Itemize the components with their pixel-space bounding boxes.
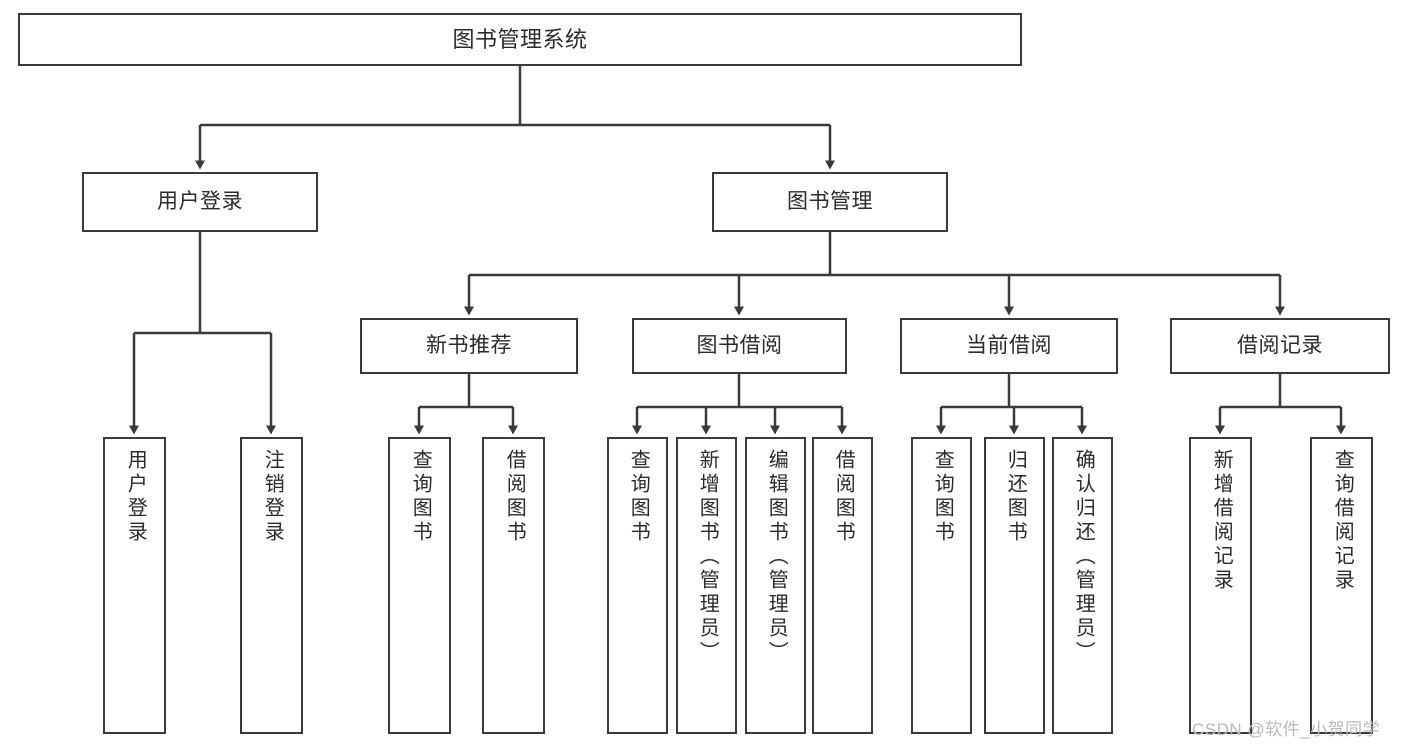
leaf-confirm-return[interactable]: 确认归还（管理员） <box>1052 437 1113 734</box>
node-label: 编辑图书（管理员） <box>765 449 788 665</box>
leaf-add-record[interactable]: 新增借阅记录 <box>1189 437 1252 734</box>
leaf-query-book-1[interactable]: 查询图书 <box>388 437 451 734</box>
node-user-login[interactable]: 用户登录 <box>82 172 318 232</box>
watermark: CSDN @软件_小贺同学 <box>1192 720 1381 739</box>
leaf-user-logout[interactable]: 注销登录 <box>240 437 303 734</box>
node-book-borrow[interactable]: 图书借阅 <box>632 318 847 374</box>
node-label: 确认归还（管理员） <box>1072 449 1095 665</box>
node-label: 新增借阅记录 <box>1210 449 1233 593</box>
node-label: 新增图书（管理员） <box>696 449 719 665</box>
node-label: 新书推荐 <box>426 333 512 357</box>
node-label: 图书借阅 <box>696 333 783 357</box>
leaf-user-login[interactable]: 用户登录 <box>103 437 166 734</box>
node-current-borrow[interactable]: 当前借阅 <box>900 318 1118 374</box>
node-root-label: 图书管理系统 <box>452 26 588 52</box>
leaf-borrow-book-1[interactable]: 借阅图书 <box>482 437 545 734</box>
node-label: 当前借阅 <box>966 333 1052 357</box>
node-label: 借阅图书 <box>832 449 855 545</box>
node-root[interactable]: 图书管理系统 <box>18 13 1022 66</box>
node-borrow-record[interactable]: 借阅记录 <box>1170 318 1390 374</box>
node-book-manage[interactable]: 图书管理 <box>712 172 948 232</box>
node-label: 图书管理 <box>787 189 873 213</box>
leaf-query-book-3[interactable]: 查询图书 <box>911 437 972 734</box>
node-label: 用户登录 <box>124 449 147 545</box>
node-label: 借阅记录 <box>1237 333 1323 357</box>
node-label: 查询图书 <box>627 449 650 545</box>
leaf-add-book[interactable]: 新增图书（管理员） <box>676 437 737 734</box>
leaf-query-book-2[interactable]: 查询图书 <box>607 437 668 734</box>
leaf-borrow-book-2[interactable]: 借阅图书 <box>812 437 873 734</box>
leaf-return-book[interactable]: 归还图书 <box>984 437 1045 734</box>
node-label: 查询借阅记录 <box>1331 449 1354 593</box>
node-label: 用户登录 <box>157 189 243 213</box>
node-label: 查询图书 <box>409 449 432 545</box>
leaf-query-record[interactable]: 查询借阅记录 <box>1310 437 1373 734</box>
node-label: 查询图书 <box>931 449 954 545</box>
node-new-book-recommend[interactable]: 新书推荐 <box>360 318 578 374</box>
node-label: 注销登录 <box>261 449 284 545</box>
node-label: 借阅图书 <box>503 449 526 545</box>
leaf-edit-book[interactable]: 编辑图书（管理员） <box>745 437 806 734</box>
node-label: 归还图书 <box>1004 449 1027 545</box>
